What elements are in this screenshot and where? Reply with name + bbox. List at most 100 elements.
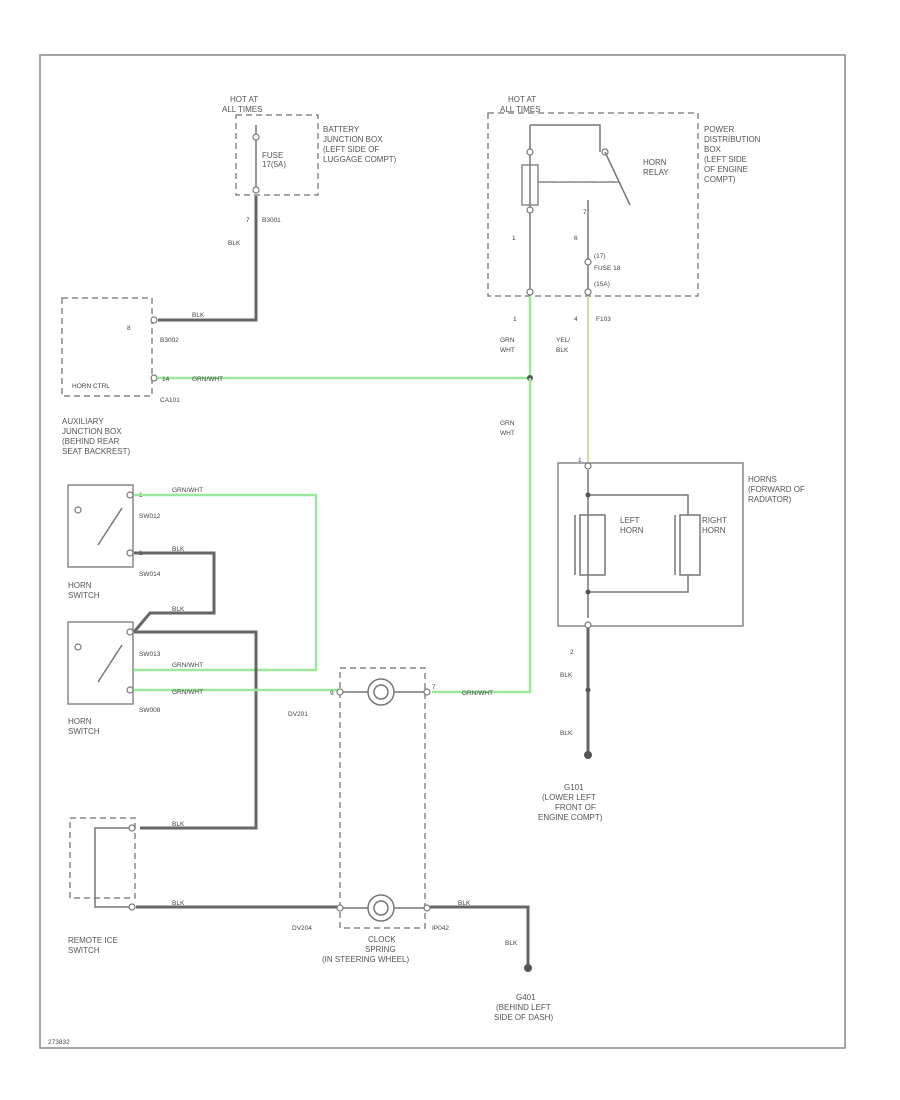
remote-ice-internal [94, 827, 132, 908]
fuse-17-label-1: FUSE [262, 151, 283, 160]
pin-9-label: 9 [330, 690, 334, 697]
horn-switch-upper-label-2: SWITCH [68, 591, 100, 600]
battery-junction-label-1: BATTERY [323, 125, 360, 134]
wire-grn-wht-label-ctrl: GRN/WHT [192, 376, 223, 383]
g401-label-1: G401 [516, 993, 536, 1002]
pdb-label-4: (LEFT SIDE [704, 155, 747, 164]
battery-junction-box [235, 114, 319, 196]
wire-blk-aux-top: BLK [192, 312, 205, 319]
wire-grn-label-2: GRN [500, 420, 515, 427]
g401-label-2: (BEHIND LEFT [496, 1003, 551, 1012]
wire-grn-label-1: GRN [500, 337, 515, 344]
g101-label-2: (LOWER LEFT [542, 793, 596, 802]
clock-spring-coil-upper [367, 678, 395, 706]
horn-switch-lower-label-2: SWITCH [68, 727, 100, 736]
diagram-code: 273832 [48, 1039, 70, 1046]
wire-blk-label-ip042: BLK [458, 900, 471, 907]
horn-switch-upper-pin-1 [126, 491, 134, 499]
fuse-18-label-2: FUSE 18 [594, 265, 621, 272]
remote-ice-label-1: REMOTE ICE [68, 936, 118, 945]
clock-spring-pin-ip042 [423, 904, 431, 912]
aux-label-3: (BEHIND REAR [62, 437, 120, 446]
horn-switch-upper-label-1: HORN [68, 581, 92, 590]
connector-dv201: DV201 [288, 711, 308, 718]
connector-sw012: SW012 [139, 513, 161, 520]
fuse-18-top-pin [584, 258, 592, 266]
wire-blk-label-remote-bottom: BLK [172, 900, 185, 907]
pin-8-label: 8 [127, 325, 131, 332]
clock-spring-coil-upper-inner [373, 684, 389, 700]
horn-switch-upper-blade [97, 507, 123, 546]
pin-1-label-pdb: 1 [512, 235, 516, 242]
horn-switch-lower [67, 621, 134, 705]
splice-blk-horns [585, 687, 591, 693]
pdb-label-1: POWER [704, 125, 734, 134]
wire-blk-label-yel: BLK [556, 347, 569, 354]
wire-blk-ip042-g401 [430, 905, 530, 965]
hot-right-2: ALL TIMES [500, 105, 540, 114]
hot-left-2: ALL TIMES [222, 105, 262, 114]
pin-14-label: 14 [162, 376, 170, 383]
horn-switch-upper-pivot [74, 506, 82, 514]
right-horn-label-2: HORN [702, 526, 726, 535]
aux-label-4: SEAT BACKREST) [62, 447, 131, 456]
connector-b3002: B3002 [160, 337, 179, 344]
wire-wht-label-2: WHT [500, 430, 515, 437]
relay-switch-blade [604, 151, 631, 206]
wire-blk-sw013-remote-ice [134, 630, 258, 830]
power-distribution-box [487, 112, 699, 297]
pdb-label-2: DISTRIBUTION [704, 135, 761, 144]
horn-ctrl-label: HORN CTRL [72, 383, 110, 390]
left-horn-label-1: LEFT [620, 516, 640, 525]
pdb-label-5: OF ENGINE [704, 165, 748, 174]
wire-blk-battery-to-aux [158, 196, 258, 322]
clock-spring-label-2: SPRING [365, 945, 396, 954]
auxiliary-junction-box [61, 297, 153, 397]
pin-4-label: 4 [574, 316, 578, 323]
wire-blk-label-sw014: BLK [172, 546, 185, 553]
horns-assembly [557, 462, 744, 627]
horns-pin-1-label: 1 [578, 457, 582, 464]
remote-ice-switch [69, 817, 136, 899]
wire-blk-horns-label-1: BLK [560, 672, 573, 679]
pdb-pin-1 [526, 288, 534, 296]
connector-b3001: B3001 [262, 217, 281, 224]
g401-label-3: SIDE OF DASH) [494, 1013, 553, 1022]
horns-label-3: RADIATOR) [748, 495, 792, 504]
wire-blk-b3001: BLK [228, 240, 241, 247]
horn-switch-lower-pin-1 [126, 628, 134, 636]
fuse-17-bottom-pin [252, 186, 260, 194]
clock-spring-coil-lower [367, 894, 395, 922]
wire-blk-sw014-sw013 [132, 551, 216, 633]
horn-switch-lower-blade [97, 644, 123, 683]
relay-coil [521, 164, 539, 206]
horn-relay-label-1: HORN [643, 158, 667, 167]
horns-pin-2 [584, 621, 592, 629]
pdb-feed-bus [530, 124, 601, 152]
relay-pin-label: 7 [583, 209, 587, 216]
horns-label-2: (FORWARD OF [748, 485, 805, 494]
wire-grn-wht-label-sw008: GRN/WHT [172, 689, 203, 696]
hot-left-1: HOT AT [230, 95, 258, 104]
clock-spring-pin-dv201 [336, 688, 344, 696]
horn-switch-lower-pin-2 [126, 686, 134, 694]
g101-label-1: G101 [564, 783, 584, 792]
hot-right-1: HOT AT [508, 95, 536, 104]
relay-coil-top-pin [526, 148, 534, 156]
connector-dv204: DV204 [292, 925, 312, 932]
horns-splice-top [585, 492, 591, 498]
diagram-frame [39, 54, 846, 1049]
wire-grn-wht-label-sw013: GRN/WHT [172, 662, 203, 669]
wire-blk-label-sw013-top: BLK [172, 606, 185, 613]
battery-junction-label-4: LUGGAGE COMPT) [323, 155, 397, 164]
ground-g101-symbol [584, 751, 592, 759]
clock-spring-pin-dv204 [336, 904, 344, 912]
pdb-label-6: COMPT) [704, 175, 736, 184]
horns-feed-bus [588, 494, 689, 515]
fuse-18-label-3: (15A) [594, 281, 610, 288]
clock-spring-coil-lower-inner [373, 900, 389, 916]
connector-ca101: CA101 [160, 397, 180, 404]
aux-pin-14 [150, 374, 158, 382]
horn-relay-label-2: RELAY [643, 168, 669, 177]
